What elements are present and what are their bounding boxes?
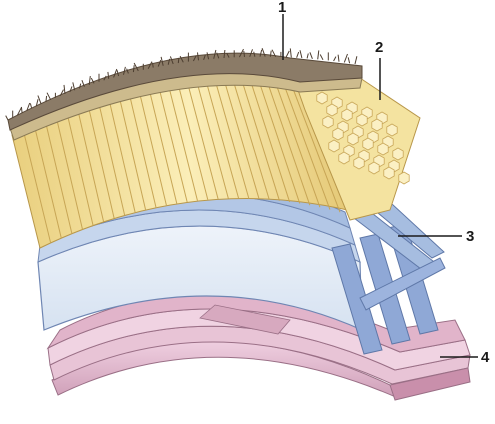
- callout-label-1: 1: [278, 0, 286, 16]
- bristle: [344, 54, 347, 62]
- callout-label-3: 3: [466, 228, 474, 245]
- cell-end-hexagon: [348, 133, 358, 145]
- bristle: [286, 51, 289, 57]
- cell-end-hexagon: [363, 138, 373, 150]
- cell-end-hexagon: [399, 172, 409, 184]
- cell-end-hexagon: [342, 109, 352, 121]
- bristle: [310, 52, 313, 59]
- cell-end-hexagon: [327, 104, 337, 116]
- callout-label-4: 4: [481, 349, 490, 366]
- bristle: [46, 96, 47, 102]
- bristle: [338, 55, 339, 62]
- cell-end-hexagon: [317, 92, 327, 104]
- cell-end-hexagon: [333, 128, 343, 140]
- bristle: [300, 50, 302, 58]
- cell-end-hexagon: [378, 143, 388, 155]
- cell-end-hexagon: [329, 140, 339, 152]
- callout-1: 1: [278, 0, 286, 60]
- bristle: [290, 48, 291, 57]
- cell-end-hexagon: [339, 152, 349, 164]
- bristle: [30, 103, 31, 108]
- callout-label-2: 2: [375, 39, 383, 56]
- bristle: [334, 57, 336, 61]
- bristle: [320, 55, 323, 60]
- bristle: [355, 56, 357, 64]
- bristle: [64, 85, 65, 94]
- bristle: [178, 58, 179, 63]
- bristle: [244, 51, 245, 57]
- cell-end-hexagon: [384, 167, 394, 179]
- bristle: [6, 116, 8, 120]
- cell-end-hexagon: [393, 148, 403, 160]
- cell-end-hexagon: [387, 124, 397, 136]
- bristle: [307, 54, 308, 59]
- bristle: [348, 57, 349, 63]
- pink-lamella-layers: [48, 293, 470, 401]
- bristle: [153, 63, 154, 68]
- cell-end-hexagon: [372, 119, 382, 131]
- bristle: [318, 50, 319, 59]
- bristle: [47, 93, 51, 100]
- cell-end-hexagon: [354, 157, 364, 169]
- cell-end-hexagon: [357, 114, 367, 126]
- cell-end-hexagon: [369, 162, 379, 174]
- cell-end-hexagon: [323, 116, 333, 128]
- bristle: [297, 52, 299, 58]
- bristle: [21, 107, 22, 113]
